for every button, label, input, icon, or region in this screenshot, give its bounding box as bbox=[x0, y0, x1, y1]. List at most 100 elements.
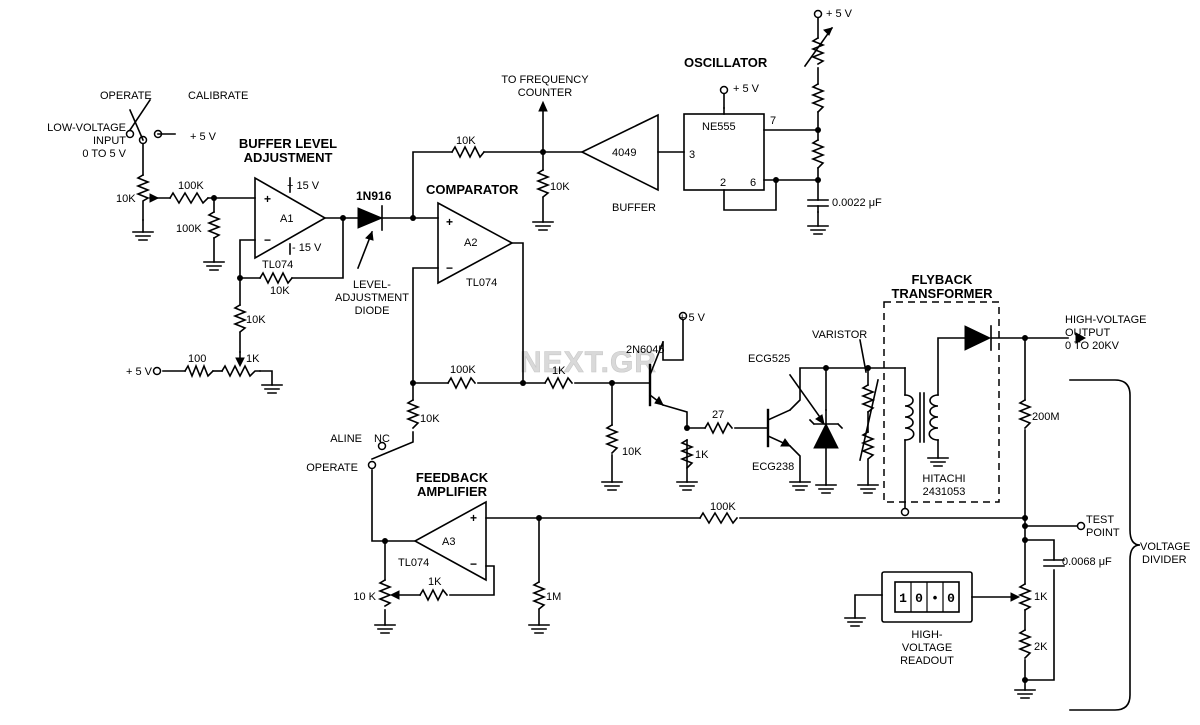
label-freq-2: COUNTER bbox=[518, 87, 572, 99]
label-r-100k-fb: 100K bbox=[710, 501, 736, 513]
label-r-1k-emitter: 1K bbox=[695, 449, 709, 461]
switch-operate-calibrate bbox=[125, 98, 176, 145]
zener-ecg525 bbox=[788, 373, 844, 449]
label-1n916: 1N916 bbox=[356, 189, 392, 203]
resistor-200m bbox=[1017, 398, 1033, 430]
readout-digit-4: 0 bbox=[947, 591, 955, 606]
label-r-10k-vert: 10K bbox=[246, 314, 266, 326]
wires bbox=[142, 17, 1079, 691]
resistor-10k-gnd bbox=[535, 168, 551, 199]
label-pin7: 7 bbox=[770, 115, 776, 127]
voltage-divider-bracket bbox=[1069, 379, 1141, 711]
label-r-1k-a3: 1K bbox=[428, 576, 442, 588]
label-r-1m: 1M bbox=[546, 591, 561, 603]
label-oscillator: OSCILLATOR bbox=[684, 55, 768, 70]
label-diode-2: ADJUSTMENT bbox=[335, 292, 409, 304]
label-4049: 4049 bbox=[612, 147, 636, 159]
label-r-200m: 200M bbox=[1032, 411, 1060, 423]
label-p5v-q: + 5 V bbox=[679, 312, 706, 324]
resistor-10k-a1-fb bbox=[258, 271, 294, 285]
svg-text:−: − bbox=[446, 261, 453, 275]
buffer-4049 bbox=[580, 113, 659, 192]
capacitor-0022 bbox=[807, 199, 829, 207]
label-hv-3: 0 TO 20KV bbox=[1065, 340, 1120, 352]
label-hv-2: OUTPUT bbox=[1065, 327, 1111, 339]
readout-digit-1: 1 bbox=[899, 591, 907, 606]
label-operate-top: OPERATE bbox=[100, 90, 152, 102]
resistor-100k-in bbox=[168, 191, 210, 205]
label-r-1k-base: 1K bbox=[552, 365, 566, 377]
labels: BUFFER LEVEL ADJUSTMENT COMPARATOR OSCIL… bbox=[47, 8, 1190, 667]
pot-10k-input bbox=[135, 173, 151, 221]
flyback-transformer bbox=[883, 301, 1000, 517]
label-readout-3: READOUT bbox=[900, 655, 954, 667]
label-r-10k-a1-fb: 10K bbox=[270, 285, 290, 297]
resistor-1m bbox=[531, 580, 547, 611]
label-a1: A1 bbox=[280, 213, 293, 225]
resistor-1k-base bbox=[543, 376, 574, 390]
op-amp-a3: + − bbox=[413, 500, 487, 582]
label-feedback-2: AMPLIFIER bbox=[417, 484, 488, 499]
label-r-100: 100 bbox=[188, 353, 206, 365]
label-diode-1: LEVEL- bbox=[353, 279, 391, 291]
label-ecg238: ECG238 bbox=[752, 461, 794, 473]
label-flyback-1: FLYBACK bbox=[912, 272, 974, 287]
label-feedback-1: FEEDBACK bbox=[416, 470, 489, 485]
label-a2: A2 bbox=[464, 237, 477, 249]
pot-10k-a3 bbox=[377, 578, 393, 608]
label-hitachi-1: HITACHI bbox=[922, 473, 965, 485]
label-p5v-left: + 5 V bbox=[126, 366, 153, 378]
resistor-27 bbox=[703, 421, 734, 435]
label-2n6045: 2N6045 bbox=[626, 344, 665, 356]
capacitor-0068 bbox=[1043, 559, 1065, 567]
label-diode-3: DIODE bbox=[355, 305, 390, 317]
resistor-100 bbox=[183, 363, 215, 379]
label-r-10k-sw: 10K bbox=[420, 413, 440, 425]
label-r-27: 27 bbox=[712, 409, 724, 421]
label-test-1: TEST bbox=[1086, 514, 1114, 526]
label-r-100k-shunt: 100K bbox=[176, 223, 202, 235]
ne555-chip bbox=[683, 85, 765, 191]
label-c-0068: 0.0068 μF bbox=[1062, 556, 1112, 568]
diode-hv-output bbox=[964, 325, 992, 351]
label-a3: A3 bbox=[442, 536, 455, 548]
capacitors bbox=[807, 199, 1065, 567]
resistor-100k-fb bbox=[698, 511, 739, 525]
label-p5v-top: + 5 V bbox=[826, 8, 853, 20]
label-hitachi-2: 2431053 bbox=[923, 486, 966, 498]
label-c-0022: 0.0022 μF bbox=[832, 197, 882, 209]
pot-1k-left bbox=[220, 364, 261, 378]
resistor-1k-a3 bbox=[418, 588, 449, 602]
label-flyback-2: TRANSFORMER bbox=[891, 286, 993, 301]
label-lv-input-1: LOW-VOLTAGE bbox=[47, 122, 126, 134]
label-m15v: - 15 V bbox=[292, 242, 322, 254]
terminals bbox=[152, 9, 1087, 531]
op-amp-a2: + − bbox=[437, 201, 514, 285]
label-p5v-555: + 5 V bbox=[733, 83, 760, 95]
svg-text:+: + bbox=[264, 192, 271, 206]
op-amp-a1: + − bbox=[254, 176, 327, 260]
label-vd-2: DIVIDER bbox=[1142, 554, 1187, 566]
resistor-10k-top bbox=[450, 145, 486, 159]
label-r-2k: 2K bbox=[1034, 641, 1048, 653]
resistor-10k-sw bbox=[405, 398, 421, 430]
label-p15v: + 15 V bbox=[287, 180, 320, 192]
switch-aline-operate bbox=[367, 441, 387, 470]
resistor-10k-base-gnd bbox=[604, 423, 620, 455]
label-r-10k-gnd: 10K bbox=[550, 181, 570, 193]
resistor-100k-mid bbox=[446, 376, 477, 390]
varistor bbox=[859, 339, 879, 461]
readout-display: 1 0 • 0 bbox=[881, 571, 973, 623]
svg-text:+: + bbox=[470, 511, 477, 525]
label-tl074-2: TL074 bbox=[466, 277, 497, 289]
pot-1k-divider bbox=[1017, 582, 1033, 612]
label-readout-1: HIGH- bbox=[911, 629, 943, 641]
diode-1n916 bbox=[356, 205, 384, 270]
readout-digit-3: • bbox=[931, 591, 939, 606]
resistor-top-right-2 bbox=[810, 138, 826, 170]
label-pin3: 3 bbox=[689, 149, 695, 161]
transistor-2n6045 bbox=[648, 311, 688, 407]
label-pin6: 6 bbox=[750, 177, 756, 189]
resistor-top-right-1 bbox=[810, 82, 826, 114]
label-test-2: POINT bbox=[1086, 527, 1120, 539]
